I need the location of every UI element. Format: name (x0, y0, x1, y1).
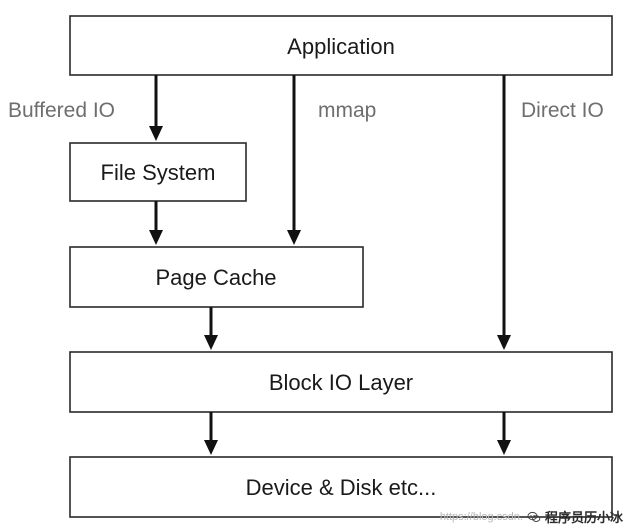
watermark-brand: 程序员历小冰 (544, 510, 623, 525)
direct-io-label: Direct IO (521, 99, 604, 122)
device-disk-box: Device & Disk etc... (69, 456, 613, 518)
buffered-io-label: Buffered IO (8, 99, 115, 122)
file-system-box: File System (69, 142, 247, 202)
arrow-page-cache-to-block-io-layer (204, 307, 218, 350)
arrow-application-to-page-cache (287, 75, 301, 245)
arrow-file-system-to-page-cache (149, 201, 163, 245)
arrow-application-to-file-system (149, 75, 163, 141)
block-io-layer-box: Block IO Layer (69, 351, 613, 413)
application-box: Application (69, 15, 613, 76)
arrow-block-io-to-device-left (204, 412, 218, 455)
watermark-url: https://blog.csdn. (439, 510, 523, 523)
arrow-block-io-to-device-right (497, 412, 511, 455)
wechat-icon (527, 511, 541, 522)
mmap-label: mmap (318, 99, 376, 122)
arrow-application-to-block-io-layer (497, 75, 511, 350)
device-disk-label: Device & Disk etc... (246, 475, 437, 500)
page-cache-label: Page Cache (155, 265, 276, 290)
watermark: https://blog.csdn. 程序员历小冰 (440, 507, 623, 526)
block-io-layer-label: Block IO Layer (269, 370, 413, 395)
application-label: Application (287, 34, 395, 59)
file-system-label: File System (101, 160, 216, 185)
page-cache-box: Page Cache (69, 246, 364, 308)
